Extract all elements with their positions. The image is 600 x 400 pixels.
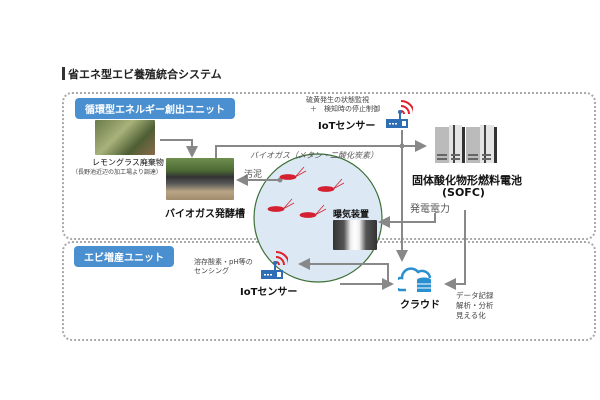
cloud-desc-1: データ記録 (456, 291, 494, 300)
arrow-sofc-to-cloud (444, 210, 466, 290)
biogas-flow-label: バイオガス（メタン・二酸化炭素） (250, 151, 378, 160)
iot-sensor-bottom-desc-1: 溶存酸素・pH等の (194, 258, 253, 266)
shrimp-unit-badge: エビ増産ユニット (74, 246, 174, 267)
cloud-desc-2: 解析・分析 (456, 301, 494, 310)
biogas-tank-photo (166, 158, 234, 200)
lemongrass-label: レモングラス廃棄物 (92, 158, 164, 167)
lemongrass-photo (95, 120, 155, 155)
shrimp-icon (299, 204, 327, 218)
power-flow-label: 発電電力 (410, 204, 450, 215)
aerator-label: 曝気装置 (333, 210, 370, 220)
router-icon-bottom (261, 251, 288, 279)
iot-sensor-top-label: IoTセンサー (318, 121, 376, 132)
sofc-label-line1: 固体酸化物形燃料電池 (412, 174, 522, 187)
arrow-cloud-to-sensor (298, 258, 389, 284)
sludge-flow-label: 汚泥 (244, 170, 263, 180)
arrow-power-to-aerator (378, 213, 436, 228)
page-title: 省エネ型エビ養殖統合システム (68, 68, 222, 81)
shrimp-icon (317, 178, 345, 192)
energy-unit-badge: 循環型エネルギー創出ユニット (75, 98, 235, 119)
router-icon-top (386, 100, 413, 128)
aerator-photo (333, 220, 377, 250)
shrimp-group (267, 166, 345, 218)
iot-sensor-bottom-desc-2: センシング (194, 267, 229, 275)
lemongrass-note: （長野池近辺の加工場より調達） (72, 169, 162, 176)
iot-sensor-bottom-label: IoTセンサー (240, 287, 298, 298)
sofc-label-line2: (SOFC) (442, 186, 485, 199)
biogas-tank-label: バイオガス発酵槽 (165, 209, 245, 220)
iot-sensor-top-desc-2: ＋ 検知時の停止制御 (310, 105, 380, 113)
shrimp-icon (267, 198, 295, 212)
cloud-label: クラウド (400, 300, 440, 311)
cloud-desc-3: 見える化 (456, 311, 486, 320)
title-accent-bar (62, 67, 65, 80)
iot-sensor-top-desc-1: 硫黄発生の状態監視 (306, 96, 369, 104)
arrow-lemongrass-to-tank (160, 139, 198, 158)
cloud-database-icon (398, 267, 432, 292)
shrimp-icon (279, 166, 307, 180)
sofc-server-icon (435, 125, 497, 163)
